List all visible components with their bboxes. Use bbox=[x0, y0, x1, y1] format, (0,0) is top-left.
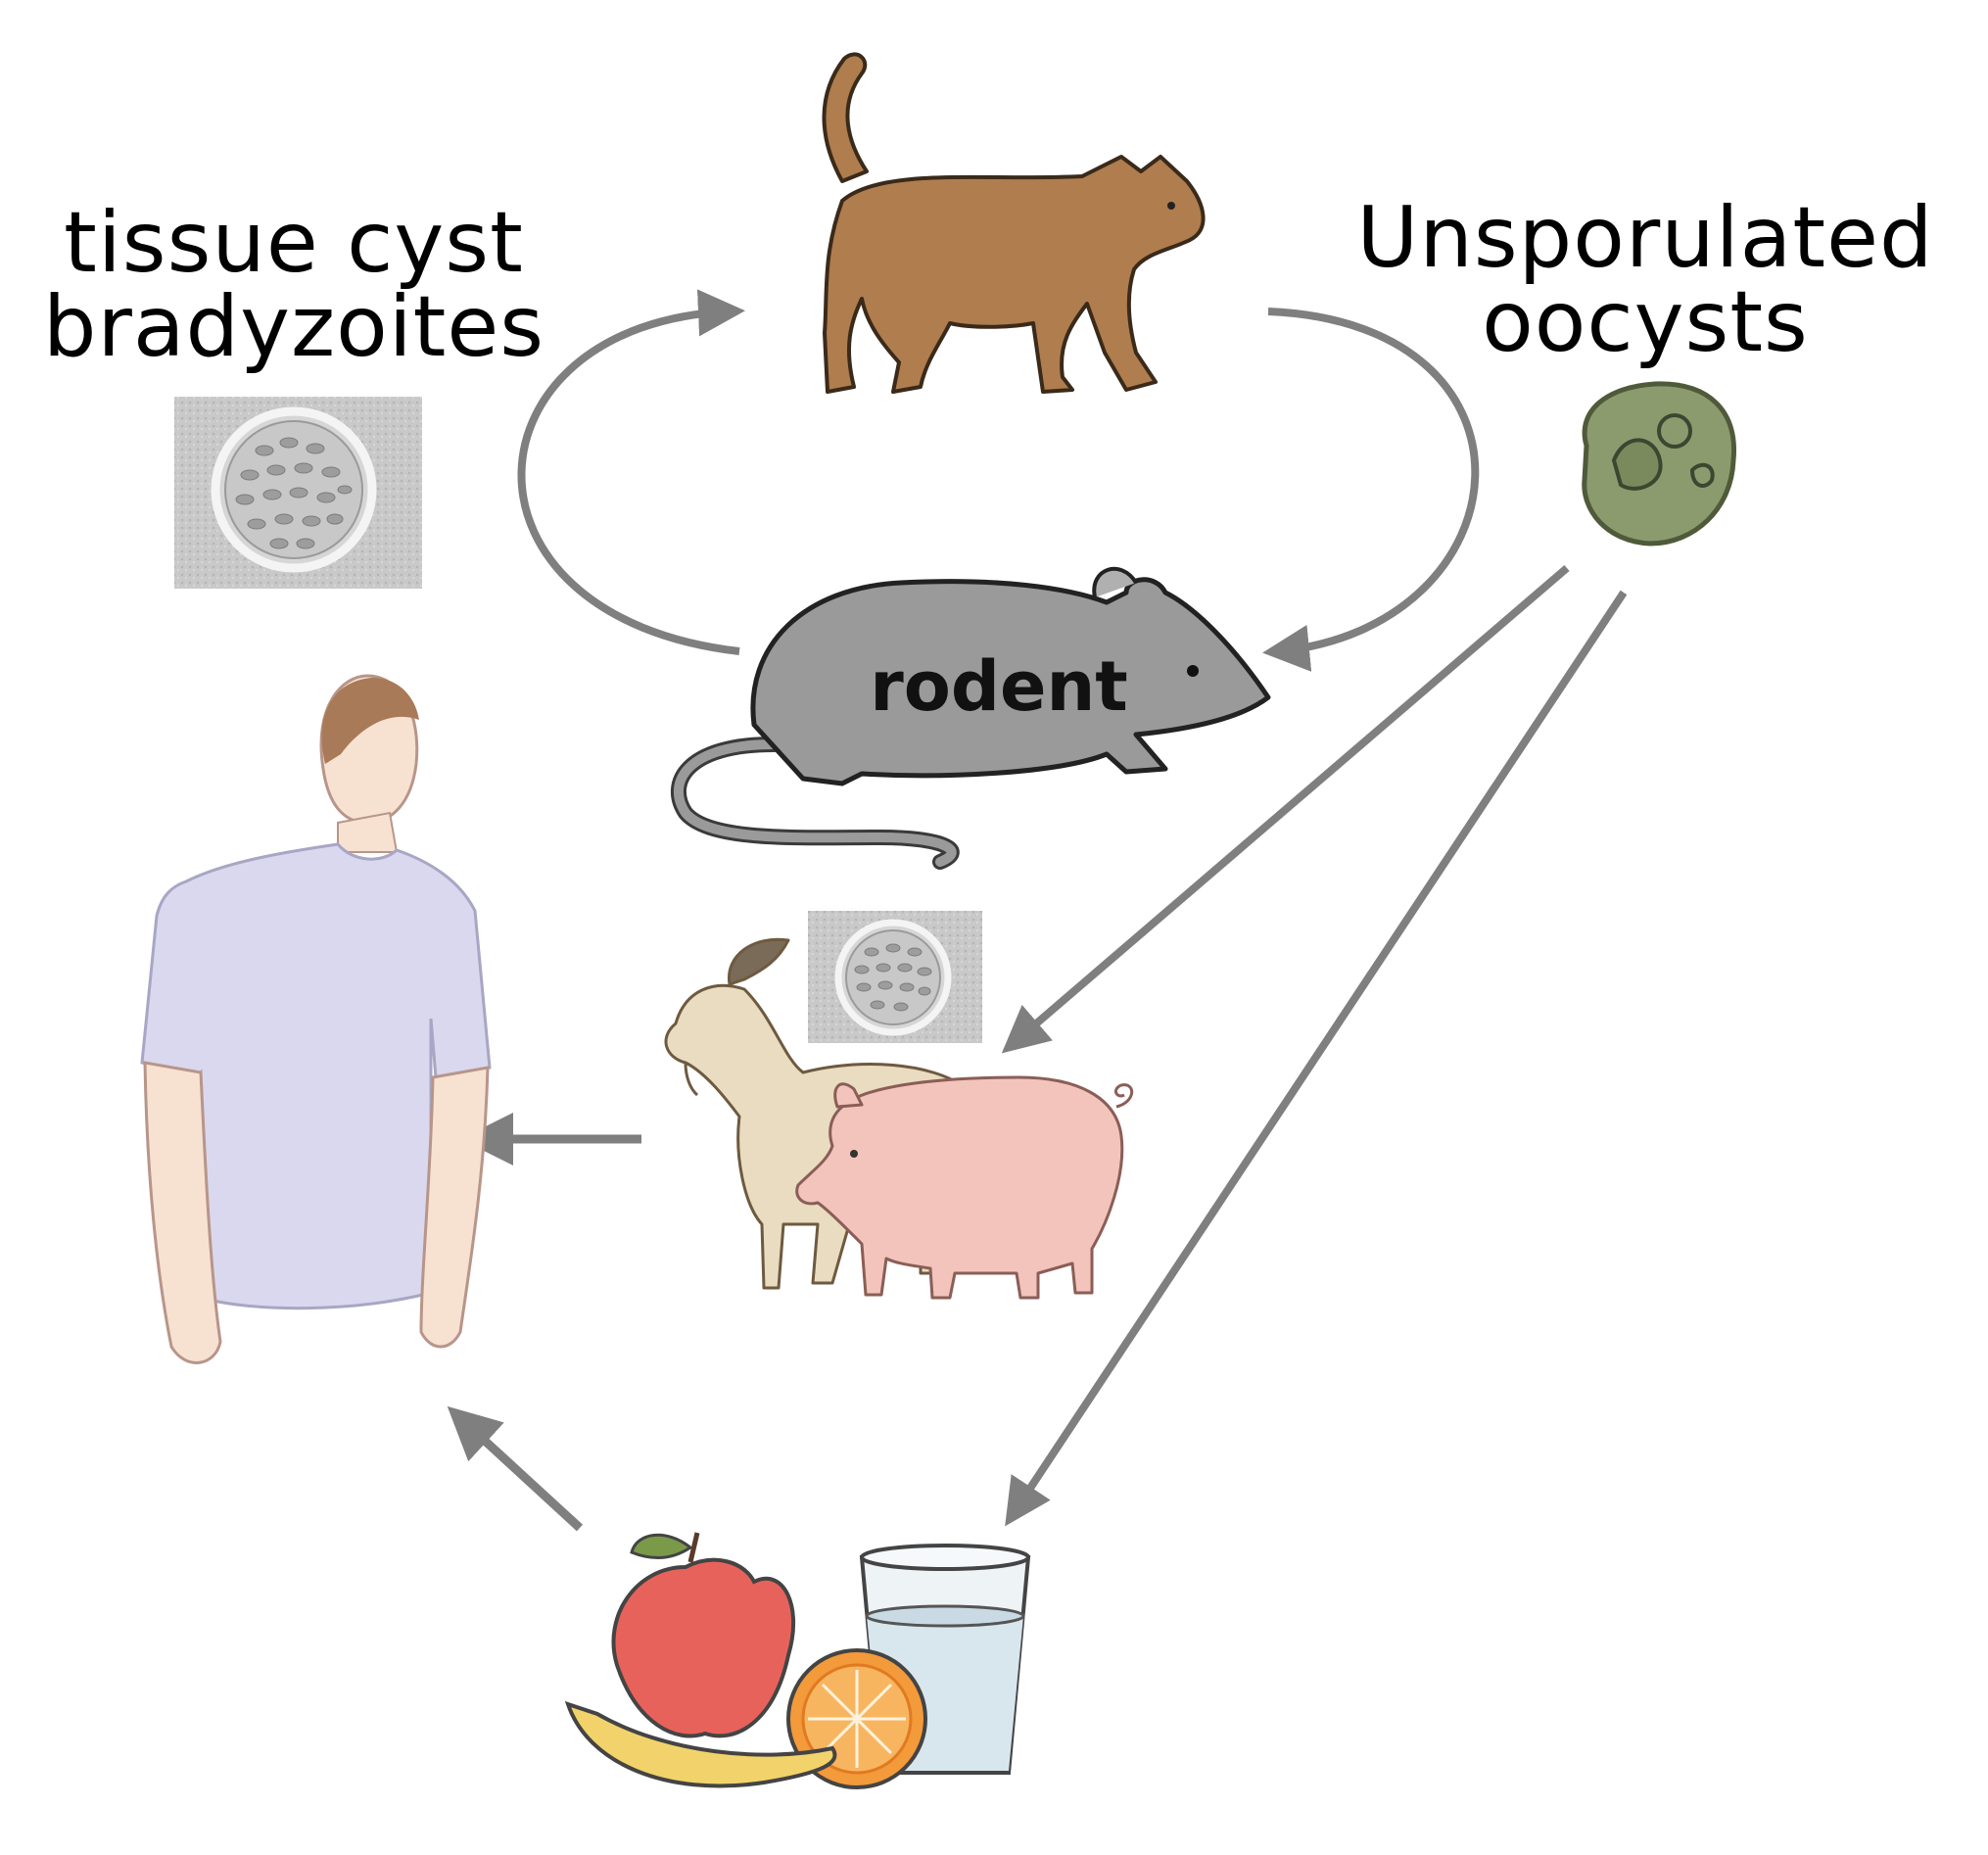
pig-icon bbox=[795, 1075, 1134, 1300]
arrow-oocyst-to-food-water bbox=[1005, 590, 1628, 1527]
human-icon bbox=[140, 674, 492, 1364]
livestock-tissue-cyst-icon bbox=[808, 911, 982, 1043]
rodent-label: rodent bbox=[870, 646, 1128, 727]
food-and-water-icon bbox=[564, 1532, 1031, 1789]
tissue-cyst-icon bbox=[174, 397, 422, 589]
arrow-food-to-human bbox=[447, 1405, 584, 1532]
arrow-cat-to-rodent bbox=[1262, 308, 1480, 672]
arrow-oocyst-to-livestock bbox=[1001, 564, 1570, 1054]
cat-icon bbox=[822, 52, 1206, 394]
oocysts-label: Unsporulated oocysts bbox=[1322, 196, 1968, 364]
rodent-icon bbox=[670, 566, 1271, 870]
tissue-cyst-label-line1: tissue cyst bbox=[64, 194, 524, 292]
oocysts-label-line2: oocysts bbox=[1482, 273, 1809, 371]
arrow-rodent-to-cat bbox=[517, 289, 745, 655]
tissue-cyst-label-line2: bradyzoites bbox=[42, 278, 545, 376]
oocysts-label-line1: Unsporulated bbox=[1356, 189, 1934, 287]
tissue-cyst-label: tissue cyst bradyzoites bbox=[20, 201, 568, 369]
oocyst-icon bbox=[1582, 381, 1737, 547]
